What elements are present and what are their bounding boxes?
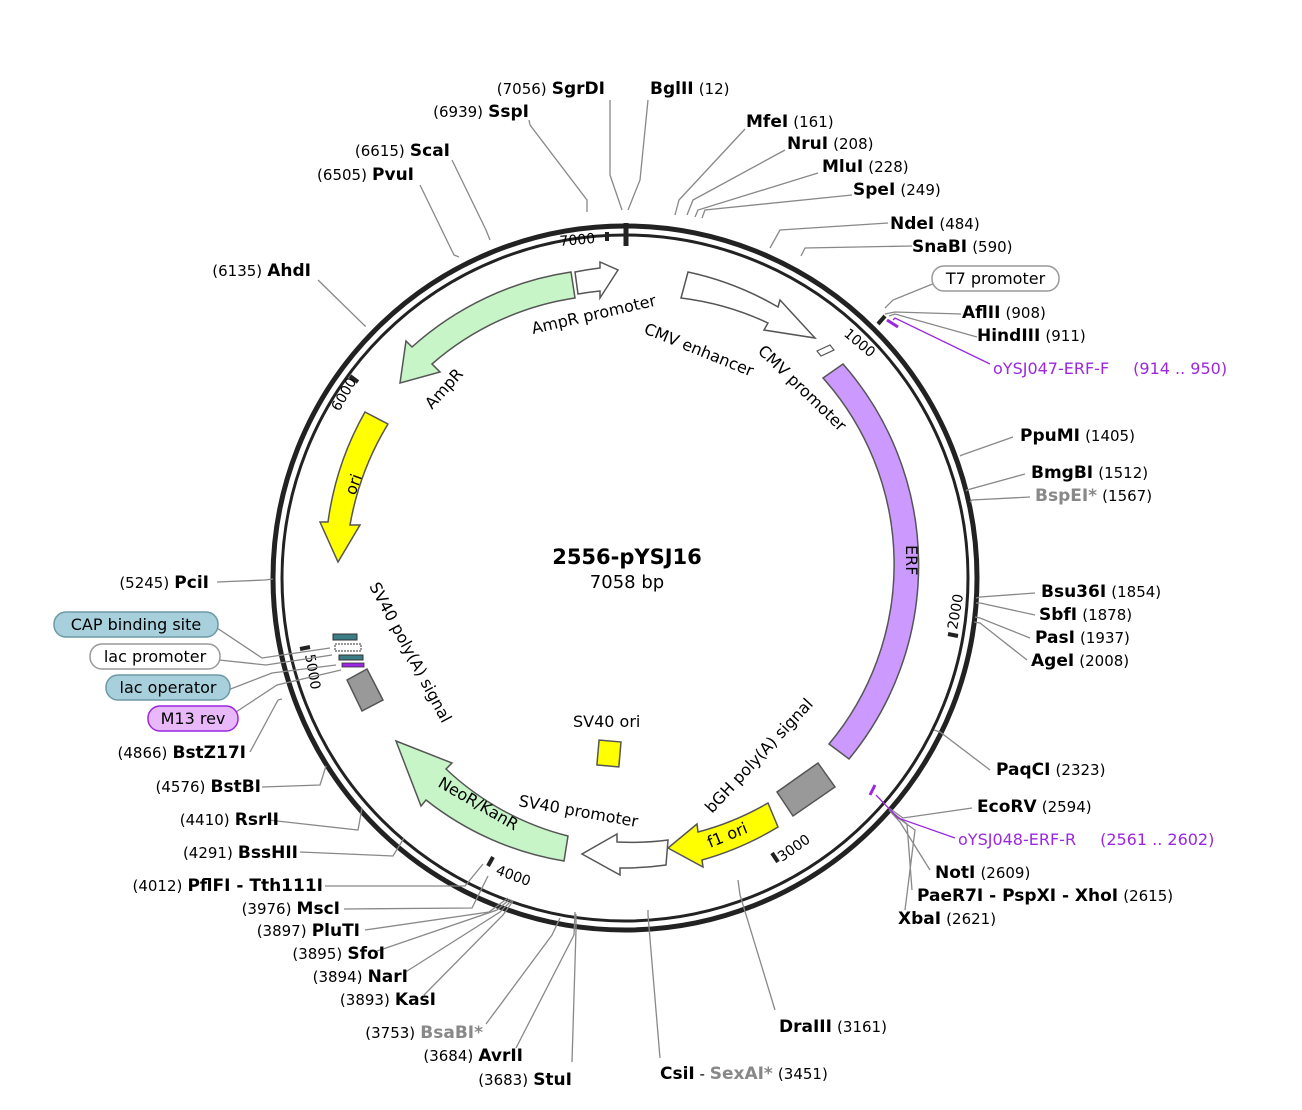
label-erf: ERF [902,545,921,575]
site-sgrdi: (7056) SgrDI [497,79,605,99]
callout-lac-operator: lac operator [105,674,231,701]
site-scai: (6615) ScaI [355,141,450,161]
plasmid-name: 2556-pYSJ16 [552,545,702,569]
erf-arrow [821,362,920,761]
site-pvui: (6505) PvuI [317,165,414,185]
site-agei: AgeI (2008) [1031,651,1129,671]
site-pluti: (3897) PluTI [257,921,360,941]
tick-label-2000: 2000 [945,593,967,631]
f1-ori-arrow [666,801,779,869]
site-ecorv: EcoRV (2594) [977,797,1092,817]
cap-binding-site-box [332,633,358,641]
site-pasi: PasI (1937) [1035,628,1130,648]
site-bmgbi: BmgBI (1512) [1031,463,1148,483]
tick-5000 [299,645,311,651]
site-draiii: DraIII (3161) [779,1017,887,1037]
site-ndei: NdeI (484) [890,214,980,234]
lac-operator-box [338,654,364,661]
site-bstz17i: (4866) BstZ17I [118,743,247,763]
site-ahdi: (6135) AhdI [212,261,311,281]
site-bstbi: (4576) BstBI [156,777,261,797]
callout-lac-promoter: lac promoter [89,643,221,670]
sv40-promoter-arrow [580,832,669,877]
site-bsu36i: Bsu36I (1854) [1041,582,1161,602]
site-csii: CsiI - SexAI* (3451) [660,1064,828,1084]
site-pcii: (5245) PciI [119,573,209,593]
site-nari: (3894) NarI [313,967,408,987]
primer-marks [868,318,899,796]
site-avrii: (3684) AvrII [423,1046,523,1066]
site-kasi: (3893) KasI [340,990,436,1010]
primer-label-r: oYSJ048-ERF-R(2561 .. 2602) [958,830,1214,849]
plasmid-size: 7058 bp [590,572,664,593]
bgh-polya-box [775,761,837,818]
primer-leaders [875,317,991,839]
svg-text:lac operator: lac operator [120,678,217,697]
label-sv40-polya: SV40 poly(A) signal [365,579,455,726]
site-mfei: MfeI (161) [746,112,834,132]
svg-text:CAP binding site: CAP binding site [71,615,201,634]
site-snabi: SnaBI (590) [912,237,1013,257]
site-stui: (3683) StuI [478,1070,572,1090]
tick-label-4000: 4000 [494,863,533,890]
m13-rev-box [341,662,365,668]
site-rsrii: (4410) RsrII [180,810,279,830]
tick-2000 [947,632,959,638]
site-sbfi: SbfI (1878) [1039,605,1132,625]
site-xbai: XbaI (2621) [898,909,996,929]
ori-arrow [318,411,390,564]
site-sfoi: (3895) SfoI [292,944,385,964]
tick-label-5000: 5000 [301,653,323,691]
label-cmv-enhancer: CMV enhancer [642,319,757,380]
ampr-arrow [399,271,576,385]
neor-arrow [394,739,569,862]
svg-text:lac promoter: lac promoter [104,647,207,666]
site-bspei: BspEI* (1567) [1035,486,1152,506]
site-nrui: NruI (208) [787,134,873,154]
tick-3000 [770,851,780,864]
tick-label-3000: 3000 [775,832,813,866]
cmv-promoter-arrow [816,344,835,357]
primer-label-f: oYSJ047-ERF-F(914 .. 950) [993,359,1227,378]
callout-t7: T7 promoter [931,265,1060,292]
site-msci: (3976) MscI [242,899,340,919]
site-paer7i: PaeR7I - PspXI - XhoI (2615) [917,886,1173,906]
site-sspi: (6939) SspI [433,102,529,122]
site-bsshii: (4291) BssHII [183,843,298,863]
cmv-enhancer-arrow [680,271,818,340]
callout-leaders [216,282,936,713]
tick-6000 [348,374,360,384]
svg-text:T7 promoter: T7 promoter [945,269,1046,288]
site-spei: SpeI (249) [853,180,941,200]
site-paqci: PaqCI (2323) [996,760,1105,780]
primer-mark-r [868,784,877,796]
lac-elements [332,633,365,668]
site-noti: NotI (2609) [935,863,1030,883]
ampr-promoter-arrow [574,260,620,301]
tick-4000 [486,856,495,867]
label-sv40-ori: SV40 ori [573,712,640,731]
site-bglii: BglII (12) [650,79,730,99]
site-ppumi: PpuMI (1405) [1020,426,1135,446]
tick-1000 [876,314,887,326]
site-aflii: AflII (908) [962,303,1046,323]
tick-marks [299,232,959,867]
site-mlui: MluI (228) [822,157,909,177]
callout-cap: CAP binding site [53,611,219,638]
primer-mark-f [886,318,899,329]
sv40-polya-box [346,667,385,713]
sv40-ori-box [596,739,622,768]
site-bsabi: (3753) BsaBI* [365,1023,483,1043]
site-hindiii: HindIII (911) [977,326,1086,346]
svg-text:M13 rev: M13 rev [161,709,226,728]
callout-m13: M13 rev [147,705,239,732]
site-pflfi: (4012) PflFI - Tth111I [132,876,323,896]
leader-lines [216,99,1036,1063]
lac-promoter-box [334,643,362,652]
tick-label-7000: 7000 [559,231,596,250]
